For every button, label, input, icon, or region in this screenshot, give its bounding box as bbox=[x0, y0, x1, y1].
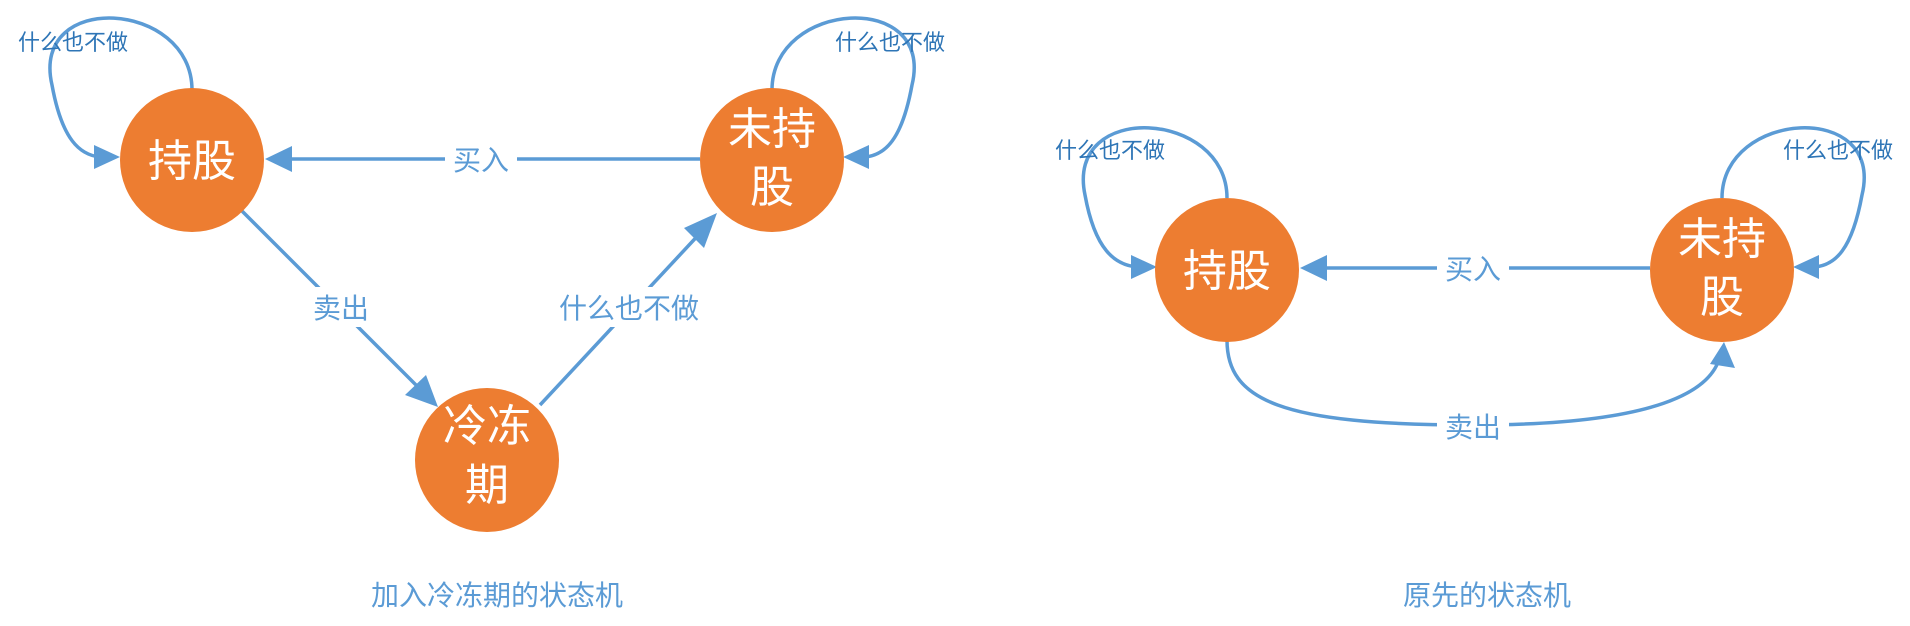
loop-not-holding-arrowhead bbox=[843, 145, 869, 169]
nothing-arrowhead bbox=[684, 213, 717, 248]
orig-node-holding: 持股 bbox=[1155, 198, 1299, 342]
orig-buy-arrowhead bbox=[1300, 255, 1327, 281]
node-holding: 持股 bbox=[120, 88, 264, 232]
orig-node-not-holding: 未持 股 bbox=[1650, 198, 1794, 342]
diagram-original-caption: 原先的状态机 bbox=[1403, 579, 1571, 612]
loop-not-holding-label: 什么也不做 bbox=[835, 31, 945, 56]
orig-sell-label: 卖出 bbox=[1445, 411, 1501, 444]
sell-arrowhead bbox=[405, 375, 438, 407]
orig-node-holding-label: 持股 bbox=[1183, 246, 1271, 297]
loop-holding-arrowhead bbox=[94, 145, 120, 169]
node-cooldown-line1: 冷冻 bbox=[443, 401, 531, 452]
node-not-holding-line1: 未持 bbox=[728, 104, 816, 155]
orig-node-not-holding-line1: 未持 bbox=[1678, 214, 1766, 265]
buy-arrowhead bbox=[265, 146, 292, 172]
loop-holding-label: 什么也不做 bbox=[18, 31, 128, 56]
orig-loop-not-holding-label: 什么也不做 bbox=[1783, 139, 1893, 164]
orig-node-not-holding-line2: 股 bbox=[1700, 272, 1744, 323]
loop-not-holding-edge bbox=[770, 16, 916, 159]
orig-loop-not-holding-edge bbox=[1720, 126, 1866, 269]
orig-loop-holding-edge bbox=[1081, 126, 1229, 269]
loop-holding-edge bbox=[48, 16, 194, 159]
diagram-freeze-caption: 加入冷冻期的状态机 bbox=[371, 579, 623, 612]
diagram-original: 什么也不做 什么也不做 买入 卖出 持股 未持 股 原先的状态机 bbox=[1055, 126, 1893, 612]
node-cooldown-line2: 期 bbox=[465, 460, 509, 511]
sell-label: 卖出 bbox=[313, 292, 369, 325]
orig-sell-arrowhead bbox=[1710, 342, 1735, 368]
buy-label: 买入 bbox=[453, 144, 509, 177]
node-cooldown: 冷冻 期 bbox=[415, 388, 559, 532]
orig-loop-holding-arrowhead bbox=[1131, 255, 1157, 279]
orig-loop-not-holding-arrowhead bbox=[1793, 255, 1819, 279]
orig-loop-holding-label: 什么也不做 bbox=[1055, 139, 1165, 164]
node-holding-label: 持股 bbox=[148, 136, 236, 187]
diagram-freeze: 什么也不做 什么也不做 买入 卖出 什么也不做 持股 未持 股 bbox=[18, 16, 945, 612]
nothing-label: 什么也不做 bbox=[559, 292, 699, 325]
node-not-holding-line2: 股 bbox=[750, 162, 794, 213]
node-not-holding: 未持 股 bbox=[700, 88, 844, 232]
orig-buy-label: 买入 bbox=[1445, 253, 1501, 286]
